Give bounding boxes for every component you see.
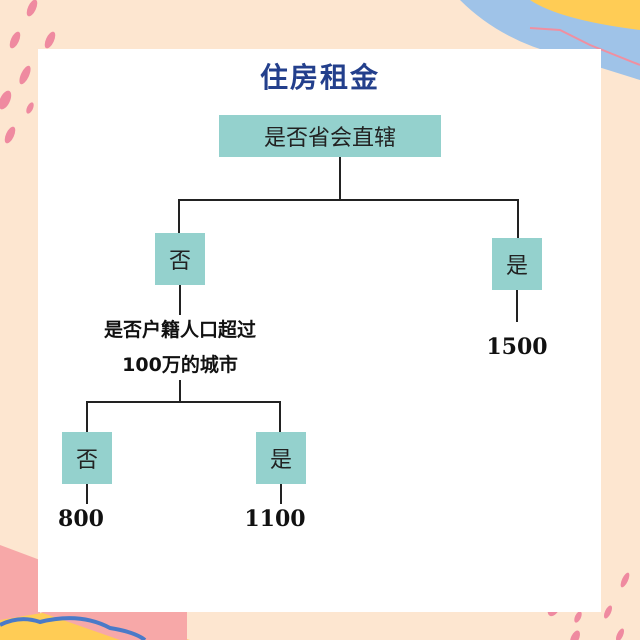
connector [86,401,88,432]
connector [86,401,281,403]
connector [516,290,518,322]
leaf-node-no: 否 [62,432,112,484]
sub-question-line2: 100万的城市 [122,354,238,376]
sub-question: 是否户籍人口超过 100万的城市 [70,313,290,383]
left-node: 否 [155,233,205,285]
connector [86,484,88,504]
connector [279,401,281,432]
connector [280,484,282,504]
right-node: 是 [492,238,542,290]
connector [517,199,519,238]
leaf-value-no: 800 [58,506,104,532]
leaf-value-yes: 1100 [244,506,306,532]
leaf-node-yes: 是 [256,432,306,484]
page-title: 住房租金 [259,61,380,94]
connector [178,199,519,201]
sub-question-line1: 是否户籍人口超过 [103,319,256,341]
root-node: 是否省会直辖 [219,115,441,157]
connector [339,157,341,201]
right-value: 1500 [486,334,548,360]
connector [179,380,181,403]
connector [178,199,180,233]
connector [179,285,181,315]
